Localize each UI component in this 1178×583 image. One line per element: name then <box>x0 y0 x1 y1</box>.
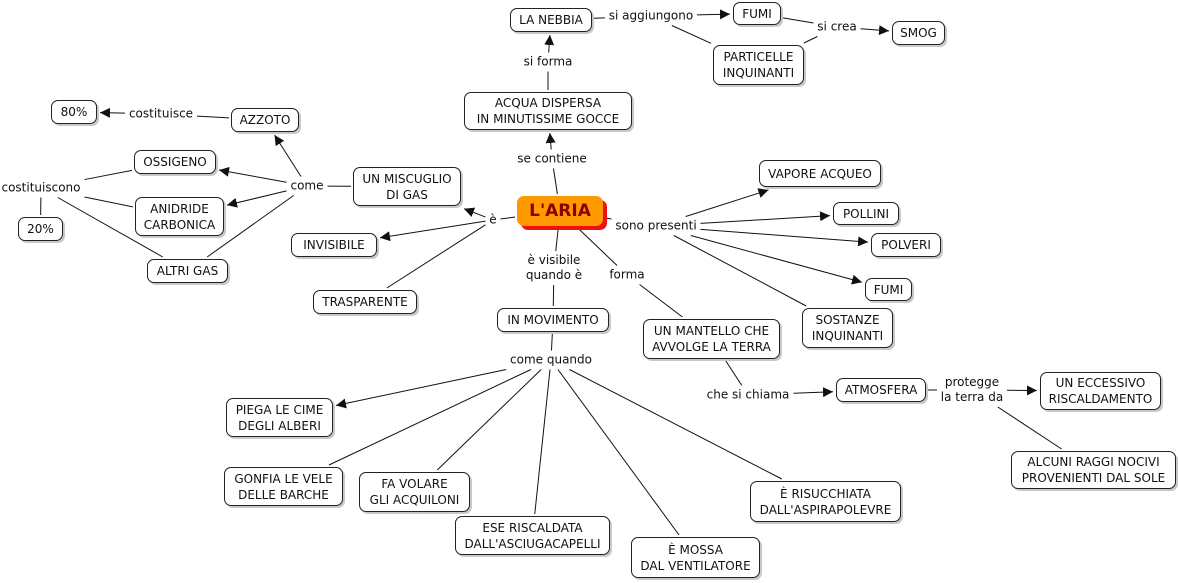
concept-la-nebbia[interactable]: LA NEBBIA <box>510 8 592 32</box>
link-costituisce: costituisce <box>126 106 196 122</box>
connection-come-to-azzoto <box>274 134 302 177</box>
concept-80-percent[interactable]: 80% <box>51 100 97 124</box>
connection-come-to-altrigas <box>206 195 294 258</box>
connection-come_quando-to-gonfia <box>328 369 532 466</box>
connection-anidride-to-costituiscono <box>84 196 134 208</box>
connection-come-to-anidride <box>226 190 287 208</box>
connection-si_aggiungono-to-fumi1 <box>696 9 731 20</box>
concept-fumi[interactable]: FUMI <box>733 2 781 25</box>
concept-eccessivo-riscaldamento[interactable]: UN ECCESSIVO RISCALDAMENTO <box>1040 372 1161 410</box>
connection-sono_presenti-to-vapore <box>685 188 769 217</box>
connection-aria-to-forma <box>577 227 618 266</box>
link-che-si-chiama: che si chiama <box>704 387 792 403</box>
connection-come_quando-to-piega <box>335 369 507 409</box>
connection-e-to-trasparente <box>386 224 486 289</box>
connection-si_crea-to-smog <box>860 25 890 36</box>
connection-se_contiene-to-acqua <box>545 132 556 150</box>
connection-aria-to-e_visibile <box>555 227 559 252</box>
connection-altrigas-to-costituiscono <box>57 197 164 258</box>
connection-come_quando-to-risucchiata <box>569 369 783 480</box>
link-come: come <box>288 178 326 194</box>
connection-sono_presenti-to-sostanze <box>673 235 807 307</box>
concept-in-movimento[interactable]: IN MOVIMENTO <box>497 308 609 332</box>
link-se-contiene: se contiene <box>515 151 589 167</box>
link-come-quando: come quando <box>508 352 594 368</box>
concept-fumi-2[interactable]: FUMI <box>865 278 912 301</box>
connection-sono_presenti-to-pollini <box>700 211 831 224</box>
connection-ossigeno-to-costituiscono <box>84 169 133 181</box>
concept-polveri[interactable]: POLVERI <box>871 233 941 257</box>
concept-main-l-aria[interactable]: L'ARIA <box>517 196 603 226</box>
connection-aria-to-e <box>500 216 516 220</box>
concept-azzoto[interactable]: AZZOTO <box>231 108 299 132</box>
concept-ossigeno[interactable]: OSSIGENO <box>134 150 216 174</box>
concept-sostanze-inquinanti[interactable]: SOSTANZE INQUINANTI <box>802 308 893 348</box>
link-e-visibile-quando-e: è visibile quando è <box>523 253 585 283</box>
concept-altri-gas[interactable]: ALTRI GAS <box>147 259 228 283</box>
link-e: è <box>487 212 499 228</box>
connection-e-to-miscuglio <box>463 207 486 218</box>
concept-fa-volare-acquiloni[interactable]: FA VOLARE GLI ACQUILONI <box>359 472 470 512</box>
link-costituiscono: costituiscono <box>0 180 83 196</box>
concept-invisibile[interactable]: INVISIBILE <box>291 233 377 257</box>
concept-raggi-nocivi[interactable]: ALCUNI RAGGI NOCIVI PROVENIENTI DAL SOLE <box>1011 451 1176 489</box>
concept-20-percent[interactable]: 20% <box>18 217 63 241</box>
connection-fumi1-to-si_crea <box>782 17 814 24</box>
link-sono-presenti: sono presenti <box>613 218 699 234</box>
connection-e-to-invisibile <box>379 220 486 242</box>
concept-atmosfera[interactable]: ATMOSFERA <box>836 378 926 402</box>
link-protegge-la-terra-da: protegge la terra da <box>938 375 1006 405</box>
connection-azzoto-to-costituisce <box>196 115 230 119</box>
connection-come_quando-to-mossa <box>557 369 680 536</box>
connection-protegge-to-raggi <box>997 406 1062 450</box>
connection-si_forma-to-nebbia <box>544 34 555 53</box>
concept-riscaldata-asciugacapelli[interactable]: ESE RISCALDATA DALL'ASCIUGACAPELLI <box>455 516 610 555</box>
concept-miscuglio-di-gas[interactable]: UN MISCUGLIO DI GAS <box>353 167 461 206</box>
concept-trasparente[interactable]: TRASPARENTE <box>313 290 417 314</box>
concept-risucchiata-aspirapolvere[interactable]: È RISUCCHIATA DALL'ASPIRAPOLEVRE <box>750 481 901 522</box>
connection-forma-to-mantello <box>639 284 683 318</box>
concept-smog[interactable]: SMOG <box>892 21 945 45</box>
link-si-aggiungono: si aggiungono <box>606 8 696 24</box>
concept-gonfia-le-vele[interactable]: GONFIA LE VELE DELLE BARCHE <box>224 467 343 506</box>
connection-sono_presenti-to-polveri <box>700 228 869 247</box>
concept-mantello[interactable]: UN MANTELLO CHE AVVOLGE LA TERRA <box>643 319 780 359</box>
concept-piega-le-cime[interactable]: PIEGA LE CIME DEGLI ALBERI <box>226 398 333 437</box>
concept-particelle-inquinanti[interactable]: PARTICELLE INQUINANTI <box>713 45 804 85</box>
connection-aria-to-sono_presenti <box>604 217 612 220</box>
connection-costituisce-to-p80 <box>99 107 126 118</box>
connection-come_quando-to-volare <box>436 369 542 471</box>
connection-sono_presenti-to-fumi2 <box>690 235 863 285</box>
connection-si_aggiungono-to-particelle <box>671 25 712 44</box>
concept-vapore-acqueo[interactable]: VAPORE ACQUEO <box>759 160 881 187</box>
concept-acqua-dispersa[interactable]: ACQUA DISPERSA IN MINUTISSIME GOCCE <box>464 92 632 130</box>
concept-anidride-carbonica[interactable]: ANIDRIDE CARBONICA <box>135 197 224 236</box>
connection-che_si_chiama-to-atmosfera <box>793 387 834 398</box>
connection-particelle-to-si_crea <box>803 36 818 44</box>
connection-mantello-to-che_si_chiama <box>725 360 743 386</box>
connection-come_quando-to-riscaldata <box>534 369 551 515</box>
connection-come-to-ossigeno <box>218 166 287 183</box>
connection-aria-to-se_contiene <box>552 168 558 195</box>
connection-movimento-to-come_quando <box>550 333 553 351</box>
link-si-forma: si forma <box>521 54 575 70</box>
concept-pollini[interactable]: POLLINI <box>833 202 899 225</box>
link-si-crea: si crea <box>815 19 859 35</box>
concept-mossa-ventilatore[interactable]: È MOSSA DAL VENTILATORE <box>631 537 760 578</box>
link-forma: forma <box>607 267 647 283</box>
